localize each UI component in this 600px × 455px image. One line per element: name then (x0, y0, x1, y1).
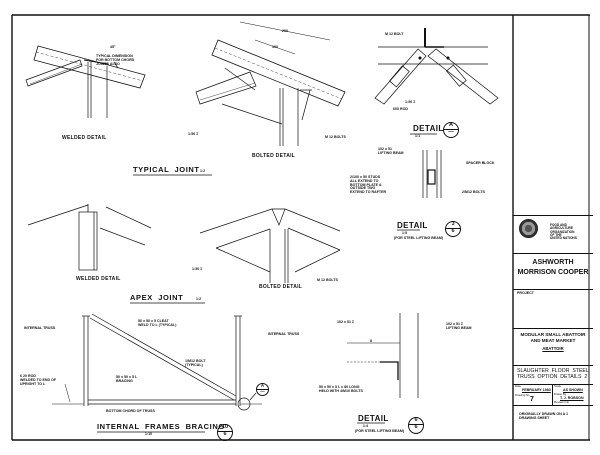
org-name: FOOD AND AGRICULTURE ORGANIZATION OF THE… (550, 223, 577, 241)
apex-bolted-ref: 1:50 Σ (192, 267, 203, 271)
drawing-no-value: 7 (530, 396, 534, 403)
detail-3-drawing (422, 150, 442, 198)
detail-6-bubble: 6 6 (408, 417, 424, 434)
typical-bolted-dim-mid: 100 (272, 45, 278, 49)
detail-3-beam: 102 x 51 LIFTING BEAM (378, 147, 404, 155)
title-block-rule-org (513, 215, 593, 216)
typical-bolted-dim-top: 200 (282, 29, 288, 33)
detail-6-bubble-top: 6 (409, 417, 423, 425)
bracing-title: INTERNAL FRAMES BRACING (97, 422, 225, 431)
bracing-drawing (52, 313, 262, 411)
scale-label: Scale (554, 384, 561, 388)
drawn-by-value: T. J. ROBSON (560, 396, 584, 400)
bracing-cleat-note: 50 x 50 x 5 CLEAT WELD TO L (TYPICAL) (138, 319, 177, 327)
detail-3-bubble: 3 6 (445, 221, 461, 237)
bracing-ref-bubble-top: A (257, 383, 268, 390)
typical-welded-detail (25, 45, 146, 118)
drawn-by-label: Drawn By (554, 392, 567, 396)
detail-a-bolt: M 12 BOLT (385, 32, 404, 36)
detail-3-spacer: SPACER BLOCK (466, 161, 495, 165)
date-label: Date (515, 384, 521, 388)
detail-3-bolts: 2/M12 BOLTS (462, 190, 485, 194)
title-block-rule-note (513, 405, 593, 406)
apex-bolted-detail (199, 208, 341, 283)
bracing-bubble: 10 6 (217, 424, 233, 441)
bracing-bubble-bottom: 6 (223, 430, 227, 437)
project-line2: AND MEAT MARKET (530, 338, 576, 343)
drawing-title-line1: SLAUGHTER FLOOR STEEL (517, 368, 589, 374)
bracing-bottom-chord: BOTTOM CHORD OF TRUSS (106, 409, 155, 413)
fao-logo (519, 219, 538, 238)
detail-6-section: 102 x 51 Σ (337, 320, 355, 324)
detail-6-scale: 1:4 (363, 424, 369, 428)
title-block-rule-drawing-title (513, 365, 593, 366)
detail-3-bubble-top: 3 (446, 221, 460, 229)
meta-divider (552, 384, 553, 405)
typical-bolted-bolts: M 12 BOLTS (325, 135, 346, 139)
title-block-rule-firm (513, 253, 593, 254)
typical-bolted-label: BOLTED DETAIL (252, 153, 296, 159)
detail-a-ref1: 1:50 Σ (405, 100, 416, 104)
typical-welded-label: WELDED DETAIL (62, 135, 107, 141)
detail-a-bubble: A — (443, 122, 459, 138)
typical-bolted-detail (195, 21, 346, 146)
detail-6-title: DETAIL (358, 414, 389, 423)
detail-6-dim: 8 (370, 339, 372, 343)
project-line3: ABATTOIR (542, 346, 564, 351)
bracing-bubble-top: 10 (218, 424, 232, 432)
bracing-bolt-note: 1/M12 BOLT (TYPICAL) (185, 359, 206, 367)
detail-6-bubble-bottom: 6 (414, 423, 418, 430)
typical-bolted-ref: 1:50 Σ (188, 132, 199, 136)
bracing-bracing-note: 50 x 50 x 5 L BRACING (116, 375, 138, 383)
typical-welded-note: TYPICAL DIMENSION FOR BOTTOM CHORD JOINT… (96, 54, 135, 66)
bracing-internal-truss-left: INTERNAL TRUSS (24, 326, 56, 330)
detail-6-beam: 102 x 51 Σ LIFTING BEAM (446, 322, 472, 330)
bracing-ref-bubble: A — (256, 383, 269, 396)
apex-bolted-label: BOLTED DETAIL (259, 284, 303, 290)
drawing-no-label: Drawing No (515, 393, 530, 397)
typical-welded-angle: 45° (110, 45, 116, 49)
apex-welded-label: WELDED DETAIL (76, 276, 121, 282)
detail-3-scale: 1:5 (402, 231, 408, 235)
detail-3-studs: 2/100 x 50 STUDS ALL EXTEND TO BOTTOM PL… (350, 175, 387, 195)
drawing-title-line2: TRUSS OPTION DETAILS 2 (517, 374, 588, 380)
detail-a-scale: 1:1 (415, 134, 421, 138)
title-block-rule-meta (513, 384, 593, 385)
title-block-rule-project (513, 289, 593, 290)
apex-joint-scale: 1:2 (196, 297, 202, 301)
firm-line1: ASHWORTH (532, 259, 574, 266)
original-sheet-note: ORIGINALLY DRAWN ON A 1 DRAWING SHEET (519, 412, 569, 420)
apex-welded-detail (27, 204, 152, 271)
detail-6-drawing (347, 313, 419, 398)
detail-a-title: DETAIL (413, 124, 444, 133)
scale-value: AS SHOWN (563, 388, 583, 392)
title-block-rule-project-name (513, 328, 593, 329)
typical-joint-scale: 1:2 (200, 169, 206, 173)
project-label: PROJECT (517, 291, 534, 295)
date-value: FEBRUARY 1983 (522, 388, 551, 392)
detail-a-ref2: 600 ROD (393, 107, 408, 111)
detail-6-angle: 50 x 50 x 5 L x 80 LONG HELD WITH 4/M10 … (319, 385, 363, 393)
bracing-scale: 1:10 (145, 432, 153, 436)
detail-3-bubble-bottom: 6 (451, 227, 455, 234)
bracing-rod-note: 6 20 ROD WELDED TO END OF UPRIGHT TO L (20, 374, 57, 386)
revision-label: Revision No (554, 400, 570, 404)
firm-line2: MORRISON COOPER (517, 269, 589, 276)
apex-bolted-bolts: M 12 BOLTS (317, 278, 338, 282)
apex-joint-title: APEX JOINT (130, 293, 184, 302)
detail-a-bubble-bottom: — (448, 128, 454, 135)
detail-a-drawing (374, 28, 499, 105)
project-line1: MODULAR SMALL ABATTOIR (520, 332, 586, 337)
detail-a-bubble-top: A (444, 122, 458, 130)
bracing-internal-truss-right: INTERNAL TRUSS (268, 332, 300, 336)
detail-3-title: DETAIL (397, 221, 428, 230)
bracing-ref-bubble-bottom: — (260, 388, 265, 394)
detail-6-subtitle: (FOR STEEL LIFTING BEAM) (355, 429, 405, 433)
typical-joint-title: TYPICAL JOINT (133, 165, 200, 174)
detail-3-subtitle: (FOR STEEL LIFTING BEAM) (394, 236, 444, 240)
